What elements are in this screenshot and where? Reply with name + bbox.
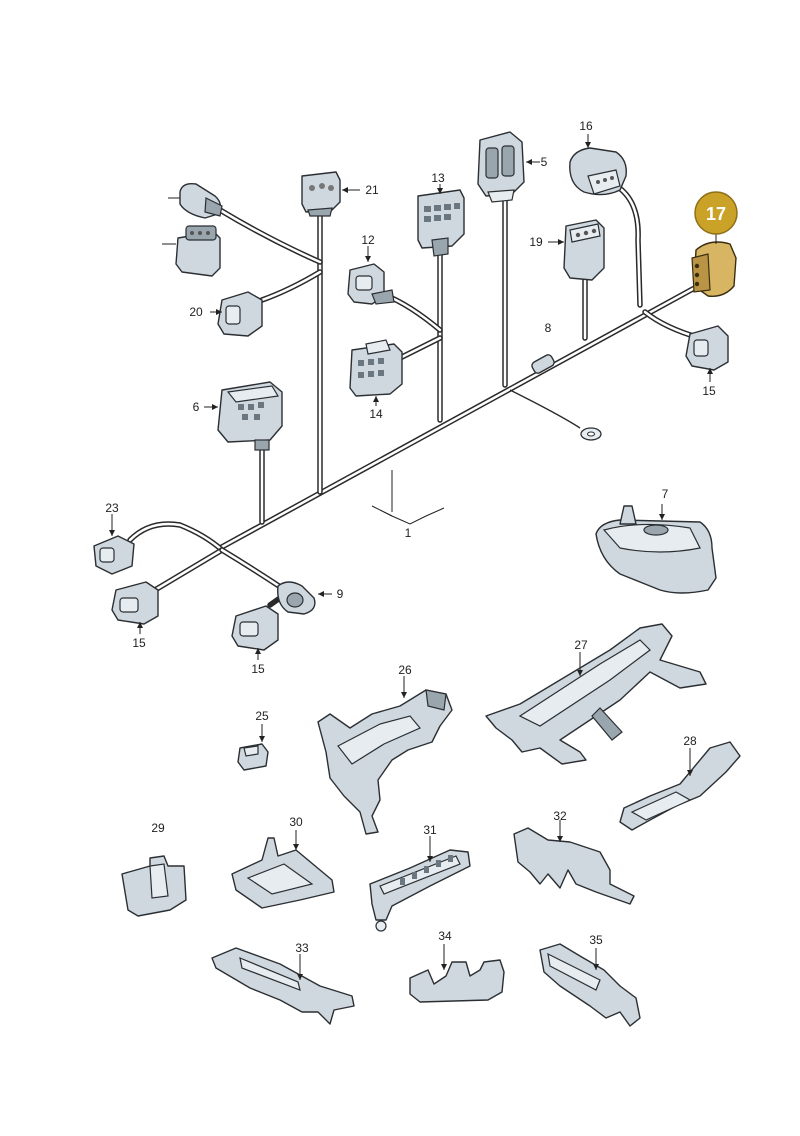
holder-34 [409,944,505,1003]
connector-15-left [111,581,159,634]
bracket-26 [317,676,453,835]
label-26: 26 [398,663,412,677]
callout-labels: 1 5 6 7 8 9 12 13 14 15 15 15 16 17 19 2… [105,119,726,955]
connector-block-top-left [162,225,221,277]
bracket-27 [485,623,707,765]
holder-32 [513,820,635,905]
connector-14 [349,339,403,406]
connector-12 [347,246,395,305]
label-6: 6 [193,400,200,414]
connector-23 [93,514,135,575]
connector-20 [210,291,263,337]
label-12: 12 [361,233,375,247]
label-19: 19 [529,235,543,249]
harness-leader-1 [371,470,445,525]
highlight-callout-badge [694,191,738,235]
label-5: 5 [541,155,548,169]
label-20: 20 [189,305,203,319]
label-35: 35 [589,933,603,947]
label-30: 30 [289,815,303,829]
bracket-28 [619,741,741,831]
label-9: 9 [337,587,344,601]
connector-15-right [685,325,729,382]
label-7: 7 [662,487,669,501]
label-17-highlighted: 17 [706,204,726,224]
cover-7 [595,504,717,594]
label-33: 33 [295,941,309,955]
connector-19 [548,219,605,281]
connector-top-left [168,182,223,219]
label-14: 14 [369,407,383,421]
label-23: 23 [105,501,119,515]
label-16: 16 [579,119,593,133]
holder-29 [121,855,187,917]
connector-6 [204,381,283,451]
connector-15-middle [231,605,279,660]
label-13: 13 [431,171,445,185]
label-27: 27 [574,638,588,652]
label-15-middle: 15 [251,662,265,676]
label-8: 8 [545,321,552,335]
connector-5 [477,131,540,203]
label-28: 28 [683,734,697,748]
label-32: 32 [553,809,567,823]
label-29: 29 [151,821,165,835]
holder-30 [231,830,335,909]
connector-16 [569,134,627,196]
label-21: 21 [365,183,379,197]
label-15-left: 15 [132,636,146,650]
holder-35 [539,943,641,1027]
connector-13 [417,184,465,257]
label-25: 25 [255,709,269,723]
label-1: 1 [405,526,412,540]
label-34: 34 [438,929,452,943]
clip-25 [237,724,269,771]
label-15-right: 15 [702,384,716,398]
connector-9 [277,581,332,615]
label-31: 31 [423,823,437,837]
holder-33 [211,947,355,1025]
connector-17-highlighted [691,191,738,297]
holder-31 [369,836,471,932]
connector-21 [301,171,360,217]
